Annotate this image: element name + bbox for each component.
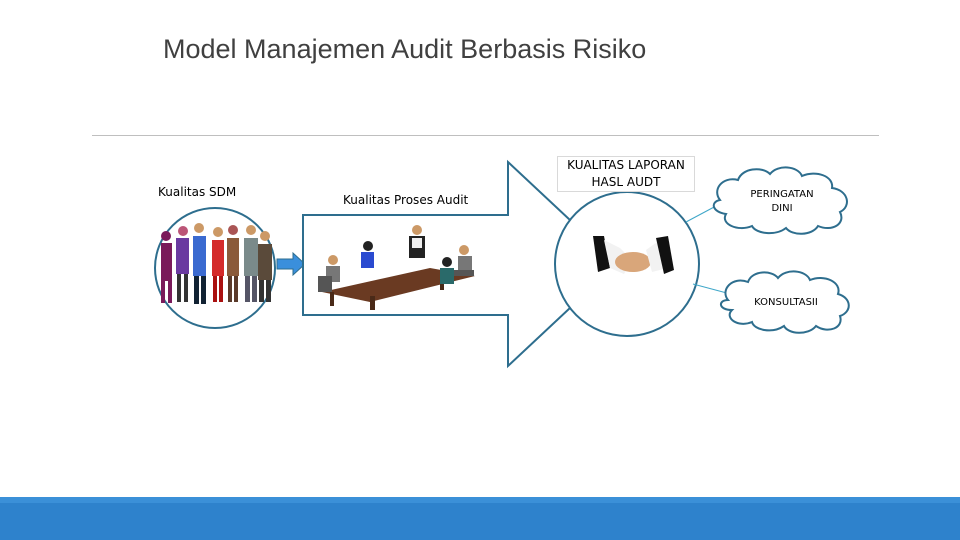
cloud-konsultasi-text: KONSULTASII (754, 297, 818, 308)
laporan-label-line2: HASL AUDT (591, 175, 661, 189)
people-group-illustration (161, 223, 272, 304)
laporan-label-line1: KUALITAS LAPORAN (567, 158, 685, 172)
handshake-illustration (593, 236, 674, 274)
title-divider (92, 135, 879, 136)
meeting-illustration (318, 225, 475, 310)
footer-bar (0, 497, 960, 540)
sdm-to-proses-arrow (276, 251, 306, 277)
proses-label: Kualitas Proses Audit (343, 193, 469, 207)
sdm-label: Kualitas SDM (158, 185, 237, 199)
cloud-konsultasi (720, 270, 850, 334)
laporan-label-box: KUALITAS LAPORAN HASL AUDT (557, 156, 695, 192)
cloud-peringatan (712, 166, 848, 235)
cloud-peringatan-line2: DINI (771, 203, 792, 214)
footer-highlight (0, 497, 960, 503)
cloud-peringatan-line1: PERINGATAN (750, 189, 813, 200)
slide-title: Model Manajemen Audit Berbasis Risiko (163, 34, 647, 64)
